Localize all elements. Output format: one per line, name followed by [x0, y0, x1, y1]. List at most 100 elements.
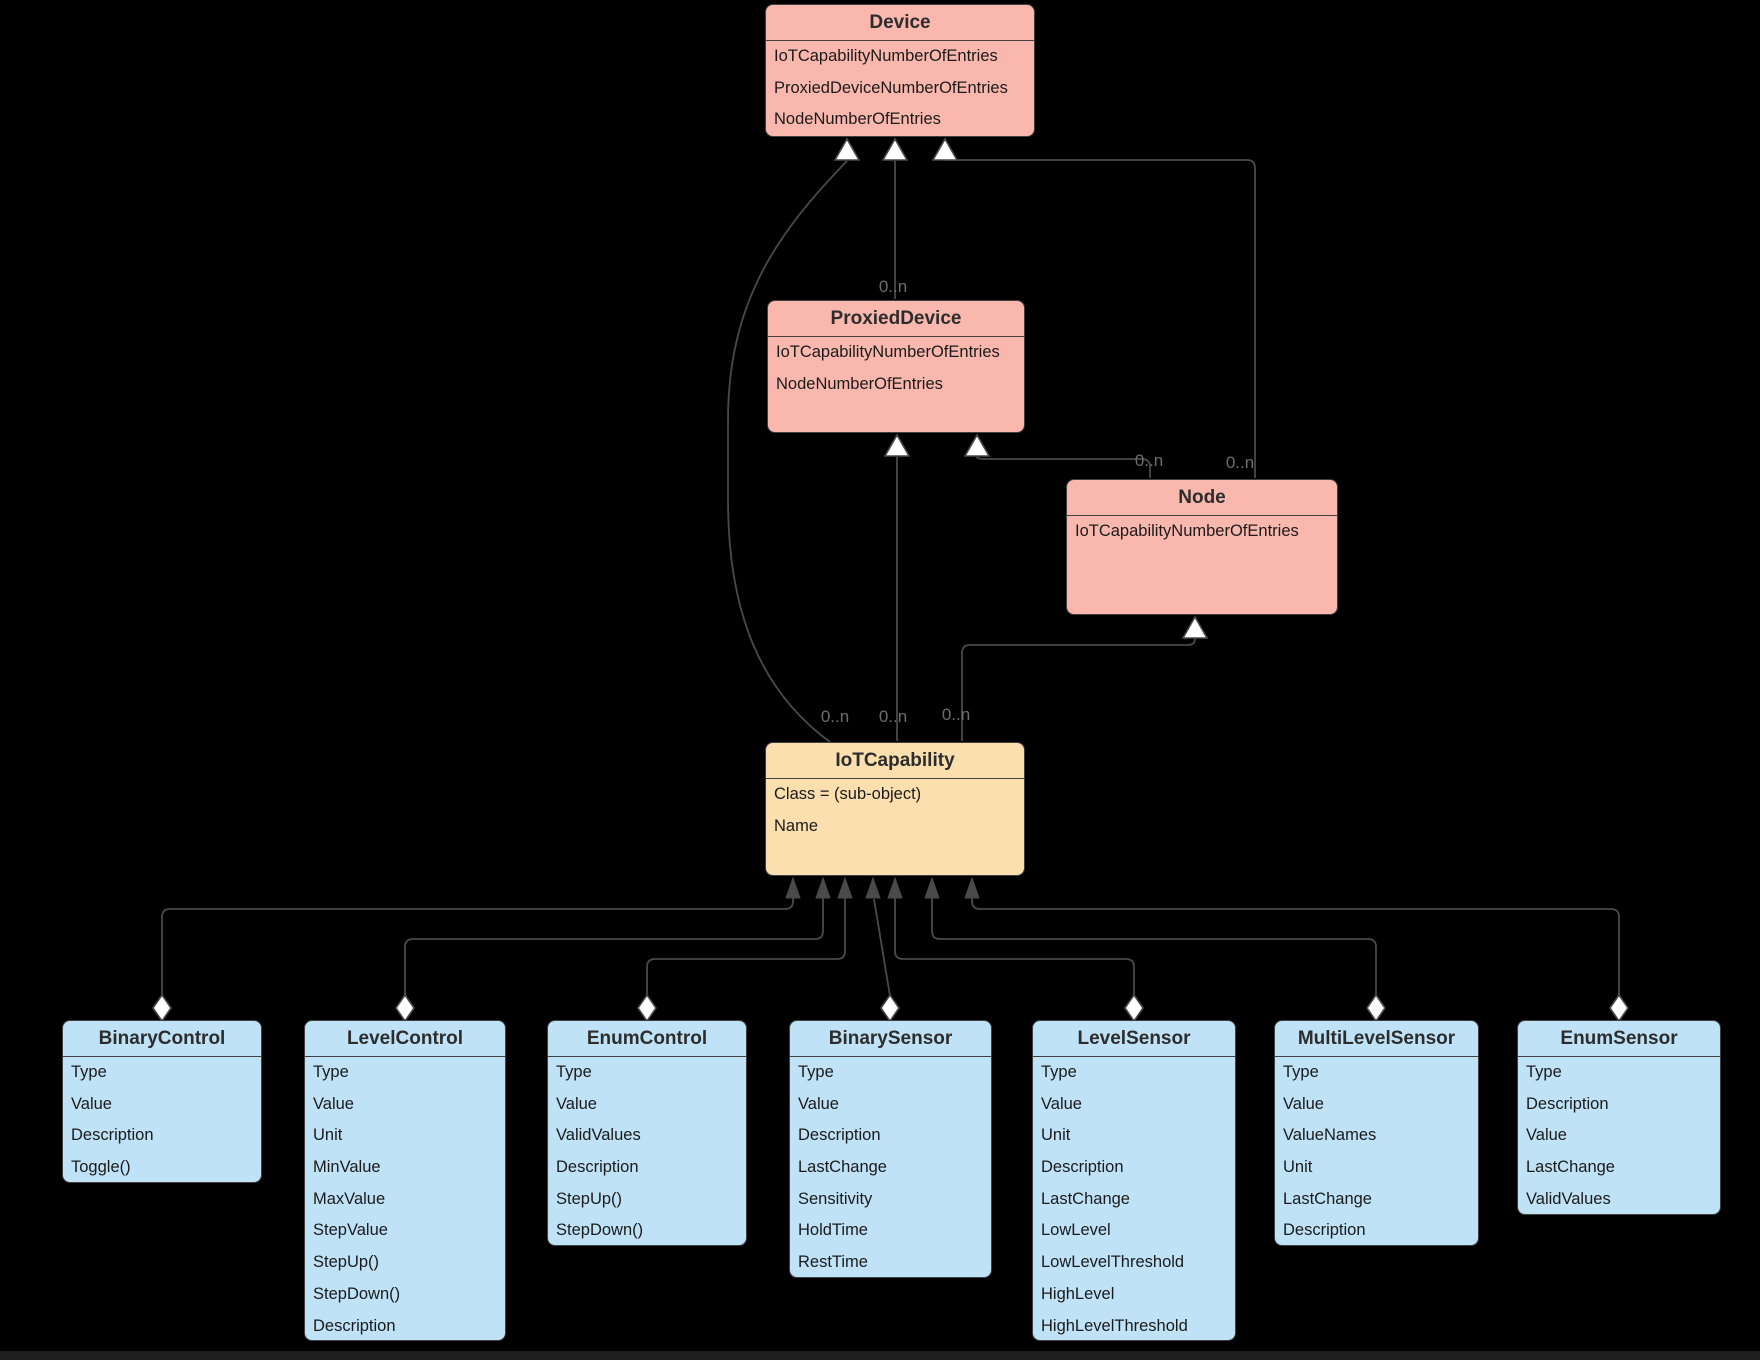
class-attribute: Description: [798, 1126, 881, 1145]
class-attribute: Toggle(): [71, 1158, 131, 1177]
class-attribute: Description: [71, 1126, 154, 1145]
class-attribute: Type: [1283, 1063, 1319, 1081]
class-attribute: NodeNumberOfEntries: [774, 110, 941, 129]
class-title: EnumControl: [548, 1021, 746, 1057]
class-title: MultiLevelSensor: [1275, 1021, 1478, 1057]
edge-proxieddevice-node[interactable]: [976, 456, 1151, 478]
edge-iotcapability-enumcontrol[interactable]: [646, 898, 846, 996]
multiplicity-label: 0..n: [879, 277, 907, 296]
class-attribute: Name: [774, 816, 819, 835]
edge-node-iotcapability[interactable]: [961, 638, 1196, 741]
class-attribute: HighLevel: [1041, 1284, 1115, 1303]
reference-arrowhead-icon: [887, 876, 903, 899]
edge-iotcapability-binarycontrol[interactable]: [161, 898, 794, 996]
class-attribute: HighLevelThreshold: [1041, 1316, 1188, 1335]
class-attribute: IoTCapabilityNumberOfEntries: [1075, 522, 1299, 540]
multiplicity-label: 0..n: [1135, 451, 1163, 470]
class-attribute: Sensitivity: [798, 1189, 873, 1208]
class-attribute: Unit: [1041, 1126, 1071, 1145]
class-attribute: IoTCapabilityNumberOfEntries: [776, 343, 1000, 361]
class-attribute: StepDown(): [556, 1221, 644, 1240]
edge-device-node[interactable]: [945, 159, 1256, 478]
edge-iotcapability-levelcontrol[interactable]: [404, 898, 824, 996]
class-attribute: Type: [798, 1063, 834, 1081]
aggregation-diamond-icon: [152, 993, 172, 1023]
class-attribute: Value: [1041, 1094, 1082, 1113]
multiplicity-label: 0..n: [879, 707, 907, 726]
class-attribute: LastChange: [1041, 1189, 1130, 1208]
class-attribute: ProxiedDeviceNumberOfEntries: [774, 78, 1008, 97]
class-attribute: ValueNames: [1283, 1126, 1377, 1145]
class-attribute: RestTime: [798, 1253, 868, 1272]
reference-arrowhead-icon: [815, 876, 831, 899]
class-attribute: Value: [71, 1094, 112, 1113]
class-attribute: NodeNumberOfEntries: [776, 374, 943, 393]
class-attribute: StepUp(): [313, 1253, 380, 1272]
class-title: LevelControl: [305, 1021, 505, 1057]
aggregation-diamond-icon: [395, 993, 415, 1023]
reference-arrowhead-icon: [964, 876, 980, 899]
edge-iotcapability-multilevelsensor[interactable]: [931, 898, 1377, 996]
class-attribute-list: IoTCapabilityNumberOfEntries: [1067, 516, 1337, 548]
containment-arrowhead-icon: [1181, 615, 1209, 639]
class-attribute: Value: [556, 1094, 597, 1113]
class-title: ProxiedDevice: [768, 301, 1024, 337]
class-attribute: LastChange: [1526, 1158, 1615, 1177]
class-attribute: StepUp(): [556, 1189, 623, 1208]
class-attribute: Unit: [1283, 1158, 1313, 1177]
class-attribute: Type: [556, 1063, 592, 1081]
reference-arrowhead-icon: [865, 876, 881, 899]
multiplicity-label: 0..n: [821, 707, 849, 726]
class-attribute-list: Class = (sub-object)Name: [766, 779, 1024, 842]
class-attribute: Value: [313, 1094, 354, 1113]
multiplicity-label: 0..n: [1226, 453, 1254, 472]
aggregation-diamond-icon: [1609, 993, 1629, 1023]
class-title: LevelSensor: [1033, 1021, 1235, 1057]
class-title: BinarySensor: [790, 1021, 991, 1057]
edge-iotcapability-enumsensor[interactable]: [971, 898, 1620, 996]
class-attribute: Description: [556, 1158, 639, 1177]
class-attribute: LastChange: [798, 1158, 887, 1177]
class-attribute: StepDown(): [313, 1284, 401, 1303]
class-attribute: Value: [798, 1094, 839, 1113]
class-attribute: LowLevelThreshold: [1041, 1253, 1185, 1272]
class-attribute: ValidValues: [1526, 1189, 1611, 1208]
class-title: IoTCapability: [766, 743, 1024, 779]
class-attribute: LowLevel: [1041, 1221, 1111, 1240]
reference-arrowhead-icon: [837, 876, 853, 899]
edge-device-iotcapability[interactable]: [727, 160, 848, 743]
class-attribute: Description: [1526, 1094, 1609, 1113]
horizontal-scrollbar[interactable]: [0, 1351, 1760, 1360]
containment-arrowhead-icon: [963, 433, 991, 457]
class-title: EnumSensor: [1518, 1021, 1720, 1057]
class-attribute: ValidValues: [556, 1126, 641, 1145]
aggregation-diamond-icon: [1366, 993, 1386, 1023]
class-attribute: MaxValue: [313, 1189, 386, 1208]
edge-iotcapability-binarysensor[interactable]: [873, 898, 891, 997]
class-attribute: LastChange: [1283, 1189, 1372, 1208]
containment-arrowhead-icon: [883, 433, 911, 457]
edge-iotcapability-levelsensor[interactable]: [894, 898, 1135, 996]
reference-arrowhead-icon: [924, 876, 940, 899]
class-attribute: Value: [1526, 1126, 1567, 1145]
aggregation-diamond-icon: [1124, 993, 1144, 1023]
